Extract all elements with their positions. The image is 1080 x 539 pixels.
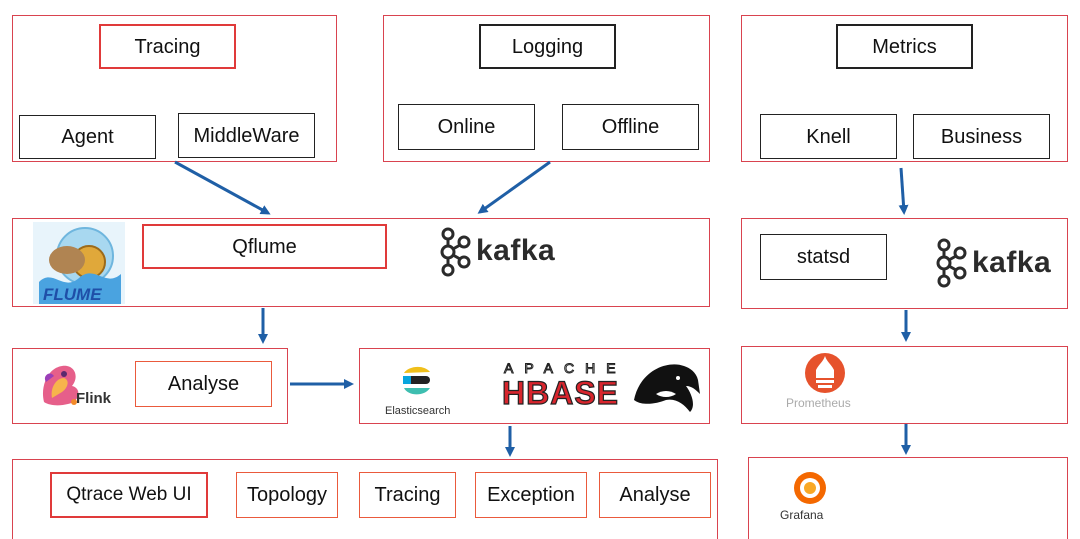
flume-logo-icon: FLUME	[33, 222, 125, 304]
tracing-web-box: Tracing	[359, 472, 456, 518]
kafka-logo-icon-2	[933, 238, 967, 288]
exception-box: Exception	[475, 472, 587, 518]
hbase-orca-logo-icon: APACHE HBASE	[500, 354, 704, 416]
agent-box: Agent	[19, 115, 156, 159]
kafka-wordmark: kafka	[476, 234, 556, 267]
online-box: Online	[398, 104, 535, 150]
kafka-wordmark-2: kafka	[972, 246, 1052, 279]
knell-box: Knell	[760, 114, 897, 159]
kafka-logo-icon	[437, 227, 471, 277]
analyse-box: Analyse	[135, 361, 272, 407]
prometheus-logo-icon	[801, 352, 849, 394]
arrow-logging-to-kafka	[477, 160, 551, 214]
grafana-label: Grafana	[780, 508, 824, 522]
tracing-title: Tracing	[99, 24, 236, 69]
qtrace-web-ui-box: Qtrace Web UI	[50, 472, 208, 518]
analyse-web-box: Analyse	[599, 472, 711, 518]
middleware-box: MiddleWare	[178, 113, 315, 158]
flink-label: Flink	[76, 390, 112, 407]
hbase-apache-text: APACHE	[504, 360, 627, 376]
grafana-logo-icon	[791, 469, 829, 507]
flink-logo-icon	[38, 358, 118, 412]
logging-title: Logging	[479, 24, 616, 69]
elasticsearch-label: Elasticsearch	[385, 405, 451, 417]
svg-text:FLUME: FLUME	[43, 285, 102, 304]
hbase-text: HBASE	[502, 375, 619, 411]
prometheus-panel	[741, 346, 1068, 424]
statsd-box: statsd	[760, 234, 887, 280]
business-box: Business	[913, 114, 1050, 159]
metrics-title: Metrics	[836, 24, 973, 69]
elasticsearch-logo-icon	[400, 364, 432, 398]
offline-box: Offline	[562, 104, 699, 150]
arrow-tracing-to-qflume	[174, 160, 271, 215]
prometheus-label: Prometheus	[786, 396, 851, 410]
arrow-metrics-to-statsd	[898, 167, 909, 215]
topology-box: Topology	[236, 472, 338, 518]
qflume-box: Qflume	[142, 224, 387, 269]
